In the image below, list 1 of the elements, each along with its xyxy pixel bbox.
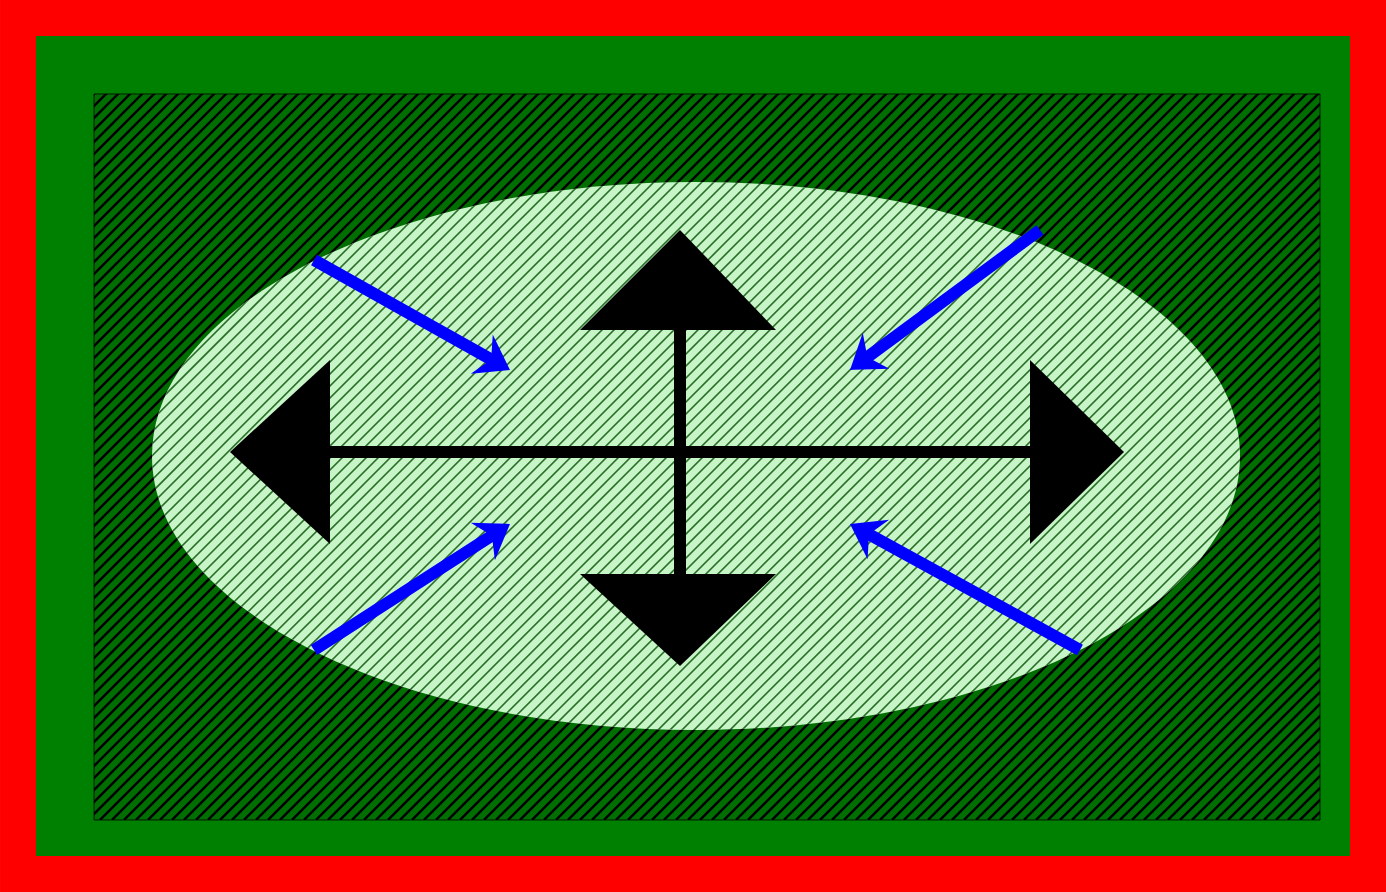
ellipse-shape bbox=[152, 182, 1240, 730]
